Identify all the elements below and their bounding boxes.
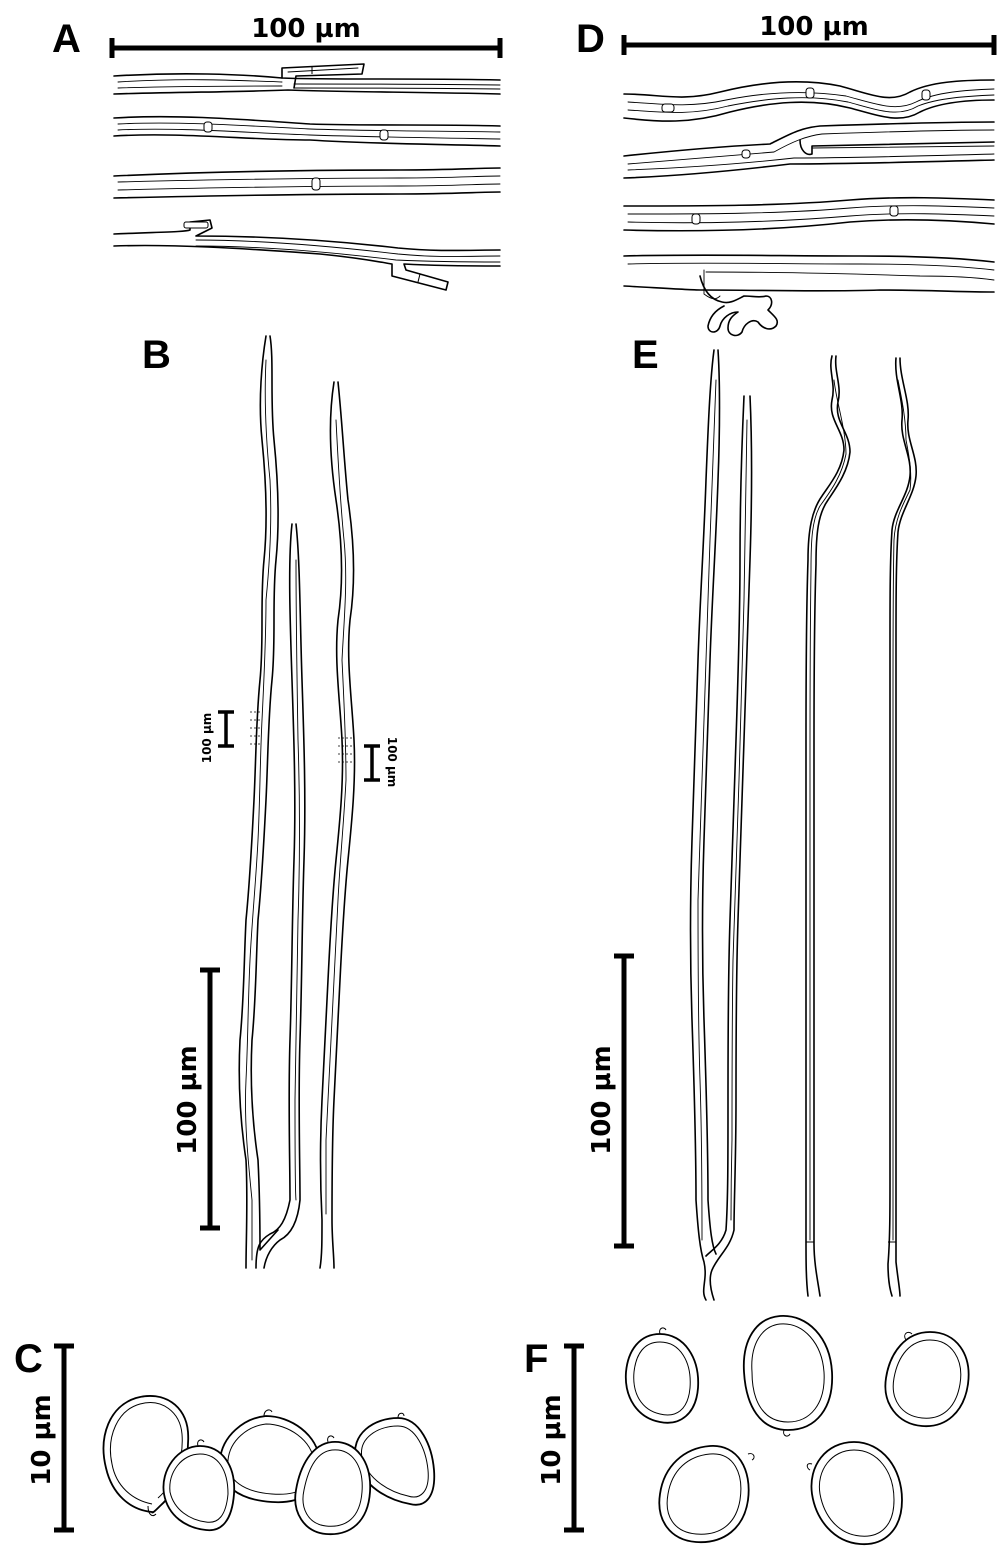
panel-f-scale-label: 10 µm xyxy=(537,1394,567,1485)
panel-f-spore-3 xyxy=(885,1332,968,1426)
panel-c: C 10 µm xyxy=(14,1337,434,1534)
panel-f: F 10 µm xyxy=(524,1316,969,1544)
panel-d-letter: D xyxy=(576,17,605,61)
panel-b-scale-bar xyxy=(200,970,220,1228)
panel-b-inset-scale-1-label: 100 µm xyxy=(200,713,214,764)
panel-d-hyphae xyxy=(624,80,994,335)
panel-e-hypha-1 xyxy=(691,350,720,1300)
panel-f-letter: F xyxy=(524,1337,548,1381)
panel-e-hypha-2 xyxy=(706,396,752,1300)
panel-e-letter: E xyxy=(632,333,659,377)
panel-f-spore-4 xyxy=(659,1446,754,1542)
panel-d-scale-label: 100 µm xyxy=(759,12,869,42)
panel-f-spore-2 xyxy=(744,1316,832,1436)
panel-b-hypha-1 xyxy=(239,336,278,1268)
panel-a-hyphae xyxy=(114,64,500,290)
panel-e-scale-label: 100 µm xyxy=(587,1045,617,1155)
panel-b-scale-label: 100 µm xyxy=(173,1045,203,1155)
panel-c-letter: C xyxy=(14,1337,43,1381)
panel-f-spore-1 xyxy=(626,1328,698,1423)
panel-c-scale-bar xyxy=(54,1346,74,1530)
panel-e-hypha-3 xyxy=(806,356,850,1296)
panel-f-scale-bar xyxy=(564,1346,584,1530)
panel-a: A 100 µm xyxy=(52,14,500,290)
panel-d: D 100 µm xyxy=(576,12,994,335)
panel-e: E 100 µm xyxy=(587,333,916,1300)
panel-b-letter: B xyxy=(142,333,171,377)
panel-a-letter: A xyxy=(52,17,81,61)
panel-e-scale-bar xyxy=(614,956,634,1246)
panel-c-scale-label: 10 µm xyxy=(27,1394,57,1485)
panel-b: B 100 µm 100 µm xyxy=(142,333,399,1268)
panel-b-hypha-3 xyxy=(320,382,355,1268)
panel-b-inset-scale-1 xyxy=(218,712,234,746)
panel-a-scale-label: 100 µm xyxy=(251,14,361,44)
panel-f-spore-5 xyxy=(807,1442,902,1544)
panel-b-hypha-2 xyxy=(256,524,305,1268)
panel-b-inset-scale-2 xyxy=(364,746,380,780)
panel-e-hypha-4 xyxy=(888,358,916,1296)
panel-b-inset-scale-2-label: 100 µm xyxy=(385,737,399,788)
